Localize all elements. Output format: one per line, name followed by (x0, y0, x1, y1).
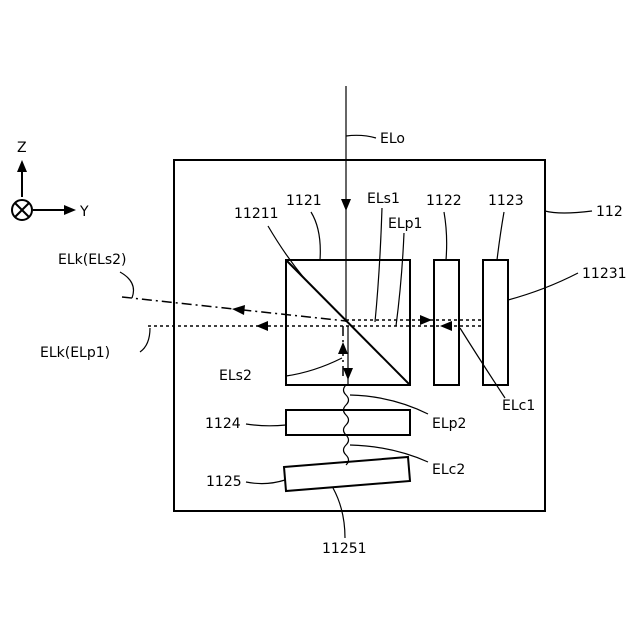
plate-1123-label: 1123 (488, 193, 524, 209)
plate-1125-leader (246, 480, 285, 484)
els2-label: ELs2 (219, 368, 252, 384)
elk-els2-label: ELk(ELs2) (58, 252, 127, 268)
beam-elk-els2-arrow (232, 305, 245, 315)
plate-1125-label: 1125 (206, 474, 242, 490)
face-11251-leader (333, 488, 345, 538)
plate-1122 (434, 260, 459, 385)
plate-1123 (483, 260, 508, 385)
plate-1122-leader (444, 212, 447, 260)
elo-leader (346, 135, 376, 138)
split-face-label: 11211 (234, 206, 279, 222)
beam-elp2-elc2-wave (344, 385, 349, 465)
beam-splitter-leader (311, 212, 320, 260)
els2-leader (286, 358, 342, 376)
housing-label: 112 (596, 204, 623, 220)
els1-leader (375, 208, 382, 322)
face-11251-label: 11251 (322, 541, 367, 557)
els1-label: ELs1 (367, 191, 400, 207)
plate-1122-label: 1122 (426, 193, 462, 209)
elp2-leader (350, 395, 428, 414)
beam-elo-arrow (341, 199, 351, 211)
axis-y-arrowhead (64, 205, 76, 215)
plate-1123-leader (497, 212, 504, 260)
elc1-label: ELc1 (502, 398, 535, 414)
beam-splitter-label: 1121 (286, 193, 322, 209)
beam-elp2-arrow-down (343, 368, 353, 380)
plate-1124-leader (246, 424, 286, 426)
elo-label: ELo (380, 131, 405, 147)
beam-els1-arrow-right (420, 315, 432, 325)
elc2-label: ELc2 (432, 462, 465, 478)
beam-elc1-arrow-left (440, 321, 452, 331)
elk-elp1-label: ELk(ELp1) (40, 345, 110, 361)
housing-leader (545, 211, 592, 213)
elk-elp1-leader (140, 328, 150, 352)
axis-z-arrowhead (17, 160, 27, 172)
elp1-leader (396, 233, 404, 326)
axis-y-label: Y (79, 204, 89, 220)
plate-1125 (284, 457, 410, 491)
elk-els2-leader (120, 272, 134, 298)
plate-1124-label: 1124 (205, 416, 241, 432)
coordinate-axes: Z Y (12, 140, 89, 220)
beam-els2-arrow-up (338, 342, 348, 354)
beam-return-arrow-left (256, 321, 268, 331)
elp1-label: ELp1 (388, 216, 422, 232)
axis-z-label: Z (17, 140, 27, 156)
elp2-label: ELp2 (432, 416, 466, 432)
face-11231-label: 11231 (582, 266, 627, 282)
face-11231-leader (508, 273, 578, 300)
